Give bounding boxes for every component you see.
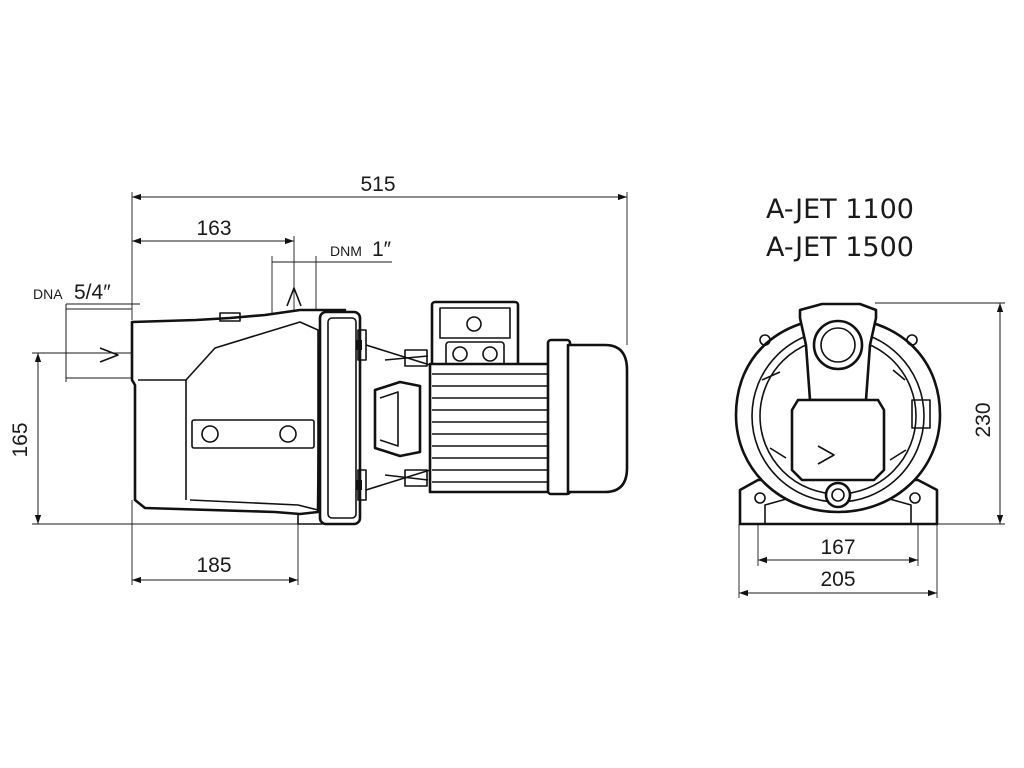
- pump-housing: [130, 308, 347, 525]
- dim-outlet: DNM 1″: [271, 238, 392, 316]
- dim-base-outer-label: 205: [820, 568, 855, 591]
- inlet-size: 5/4″: [74, 281, 111, 304]
- side-view: 515 163 DNM 1″ DNA 5/4″: [9, 173, 629, 585]
- dim-base-outer: 205: [738, 524, 938, 598]
- dim-base-left-label: 185: [196, 554, 231, 577]
- pump-coupling: [365, 344, 431, 491]
- dim-total-length-label: 515: [360, 173, 395, 196]
- dim-base-inner-label: 167: [820, 536, 855, 559]
- outlet-flow-arrow: [286, 287, 302, 307]
- dim-inlet: DNA 5/4″: [33, 281, 140, 382]
- dim-total-length: 515: [131, 173, 628, 345]
- motor-fins: [432, 373, 556, 483]
- dim-height-right: 230: [875, 302, 1005, 525]
- pump-motor: [428, 300, 629, 496]
- dim-height-left-label: 165: [9, 422, 32, 457]
- dim-inlet-outlet-label: 163: [196, 217, 231, 240]
- inlet-flow-arrow: [99, 347, 119, 363]
- model-name-1: A-JET 1100: [766, 194, 914, 225]
- dim-inlet-outlet: 163: [132, 217, 295, 314]
- pump-front-body: [734, 302, 942, 526]
- outlet-size: 1″: [372, 238, 392, 261]
- dim-base-left: 185: [131, 500, 299, 585]
- model-name-2: A-JET 1500: [766, 232, 914, 263]
- dim-height-left: 165: [9, 352, 300, 525]
- dim-height-right-label: 230: [972, 402, 995, 437]
- front-view: A-JET 1100 A-JET 1500 230 167 205: [734, 194, 1005, 598]
- outlet-label: DNM: [330, 243, 362, 259]
- dim-base-inner: 167: [757, 520, 919, 566]
- pump-flange: [318, 310, 367, 526]
- inlet-label: DNA: [33, 286, 63, 302]
